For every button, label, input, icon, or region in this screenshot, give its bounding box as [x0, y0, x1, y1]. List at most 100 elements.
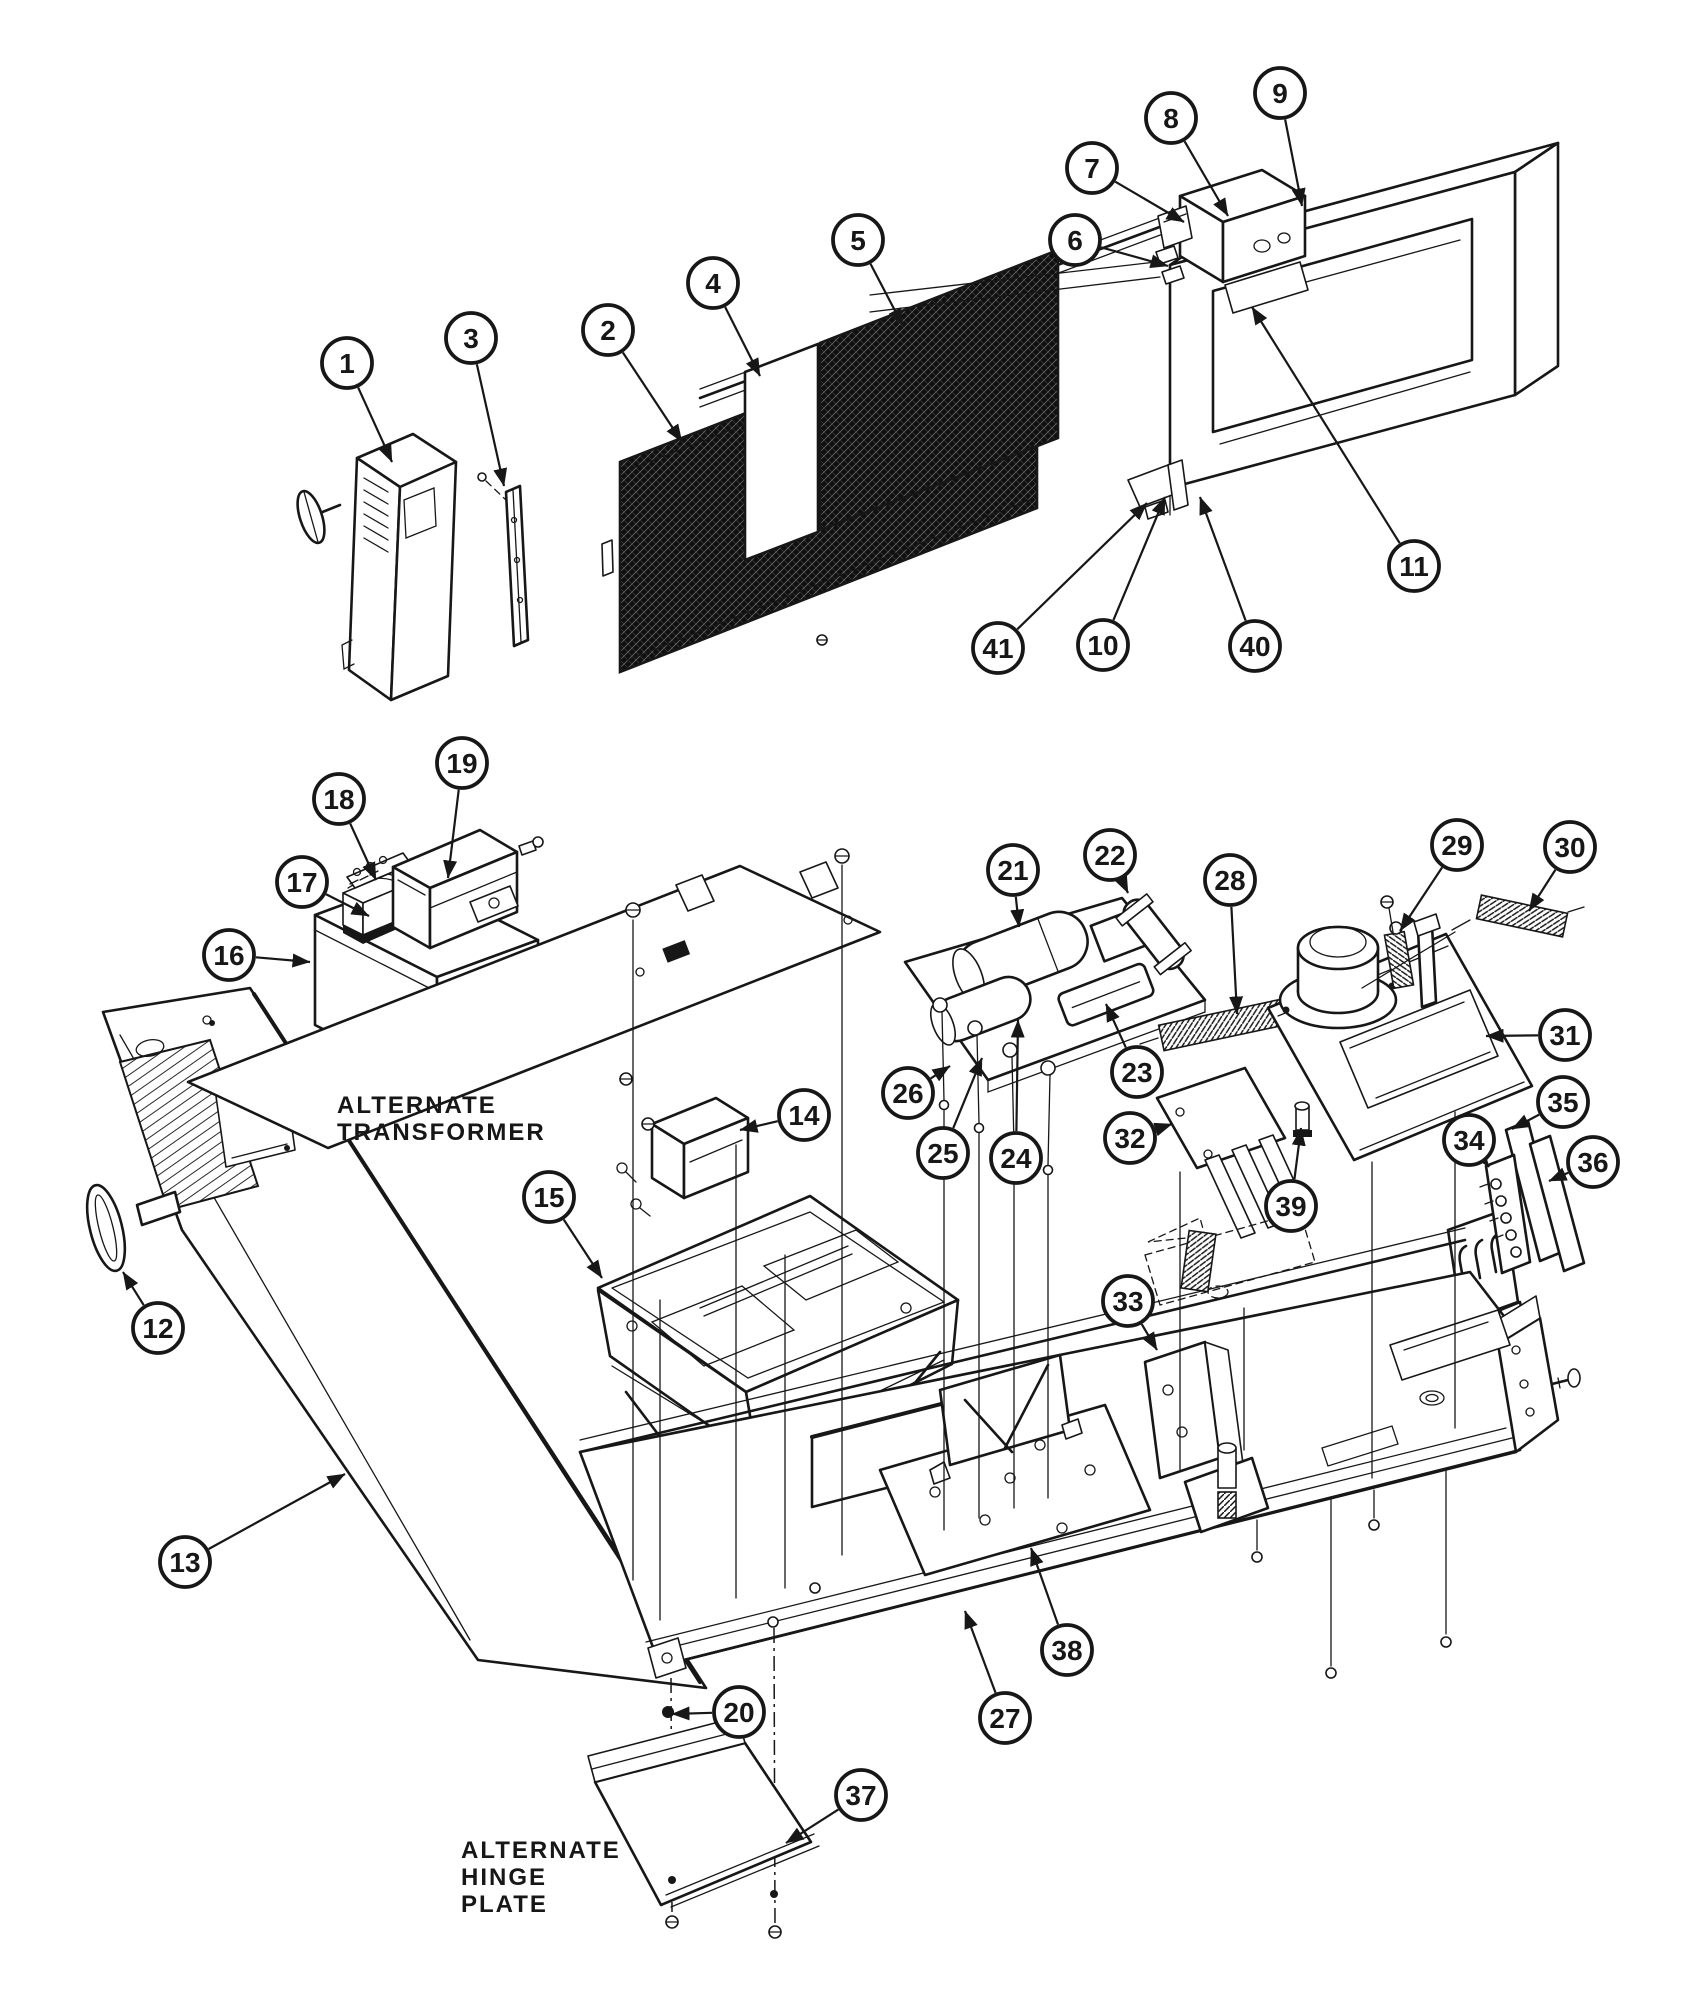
callout-number-16: 16: [213, 940, 244, 971]
callout-37: 37: [834, 1768, 888, 1822]
capacitor-22: [1115, 893, 1192, 976]
housing-knob: [296, 489, 342, 545]
callout-circle-35: [1536, 1075, 1590, 1129]
callout-leader-lines: [122, 119, 1569, 1844]
callout-31: 31: [1538, 1008, 1592, 1062]
callout-circle-38: [1040, 1623, 1094, 1677]
callout-circle-32: [1103, 1111, 1157, 1165]
callout-circle-9: [1253, 66, 1307, 120]
callout-circle-1: [320, 336, 374, 390]
callout-18: 18: [312, 772, 366, 826]
callout-circle-33: [1101, 1274, 1155, 1328]
callout-number-22: 22: [1094, 840, 1125, 871]
callout-number-30: 30: [1554, 832, 1585, 863]
callout-39: 39: [1264, 1179, 1318, 1233]
callout-number-35: 35: [1547, 1087, 1578, 1118]
callout-number-41: 41: [982, 633, 1013, 664]
callout-12: 12: [131, 1301, 185, 1355]
callout-circle-7: [1065, 141, 1119, 195]
callout-circle-11: [1387, 539, 1441, 593]
callout-circle-10: [1076, 618, 1130, 672]
callout-circle-37: [834, 1768, 888, 1822]
callout-number-26: 26: [892, 1078, 923, 1109]
leader-line-19: [443, 789, 460, 879]
thermostat-bracket: [1224, 261, 1309, 314]
callout-number-18: 18: [323, 784, 354, 815]
callout-36: 36: [1566, 1135, 1620, 1189]
motor-mount-assembly: [1266, 894, 1585, 1162]
callout-number-14: 14: [788, 1100, 820, 1131]
leader-line-36: [1548, 1167, 1569, 1183]
leader-line-9: [1284, 119, 1306, 207]
door-handle: [85, 1183, 182, 1273]
callout-circle-30: [1543, 820, 1597, 874]
timer-motor: [1278, 925, 1398, 1030]
callout-34: 34: [1442, 1113, 1496, 1167]
leader-line-30: [1528, 869, 1557, 912]
pan-slot-plate: [1321, 1309, 1511, 1467]
callout-number-24: 24: [1000, 1143, 1032, 1174]
relay-box: [616, 1072, 750, 1217]
leader-line-13: [208, 1473, 346, 1550]
leader-line-21: [1010, 896, 1025, 928]
leader-line-4: [724, 306, 761, 377]
callout-circle-6: [1048, 213, 1102, 267]
callout-27: 27: [978, 1691, 1032, 1745]
callout-circle-5: [831, 213, 885, 267]
callout-circle-28: [1203, 853, 1257, 907]
leader-line-40: [1198, 496, 1247, 622]
leader-line-12: [122, 1271, 145, 1306]
callout-33: 33: [1101, 1274, 1155, 1328]
callout-40: 40: [1228, 619, 1282, 673]
leader-line-24: [1010, 1019, 1025, 1132]
callout-number-3: 3: [463, 323, 479, 354]
callout-10: 10: [1076, 618, 1130, 672]
stud-39: [1293, 1101, 1312, 1137]
callout-circle-22: [1083, 828, 1137, 882]
leader-line-5: [869, 263, 904, 327]
callout-14: 14: [777, 1088, 831, 1142]
callout-number-38: 38: [1051, 1635, 1082, 1666]
base-pan: [578, 864, 1560, 1926]
callout-number-6: 6: [1067, 225, 1083, 256]
callout-number-34: 34: [1453, 1125, 1485, 1156]
leader-line-10: [1112, 496, 1167, 621]
callout-circle-15: [522, 1170, 576, 1224]
callout-circle-40: [1228, 619, 1282, 673]
control-housing: [296, 432, 458, 702]
callout-number-23: 23: [1121, 1057, 1152, 1088]
callout-17: 17: [275, 855, 329, 909]
leader-line-39: [1291, 1127, 1306, 1180]
diagram-line-art: [85, 141, 1586, 1939]
pan-screws: [767, 1469, 1452, 1679]
callout-number-7: 7: [1084, 153, 1100, 184]
leader-line-29: [1399, 866, 1444, 932]
callout-number-33: 33: [1112, 1286, 1143, 1317]
insulator-sheet-36: [1528, 1134, 1586, 1273]
callout-28: 28: [1203, 853, 1257, 907]
guide-post: [1416, 923, 1438, 1009]
callout-circle-24: [989, 1131, 1043, 1185]
callout-number-4: 4: [705, 268, 721, 299]
callout-41: 41: [971, 621, 1025, 675]
leader-line-32: [1153, 1122, 1173, 1137]
callout-9: 9: [1253, 66, 1307, 120]
callout-32: 32: [1103, 1111, 1157, 1165]
leader-line-11: [1251, 306, 1401, 544]
door-switch-bracket-33: [1143, 1340, 1270, 1534]
phantom-solenoid: [1144, 1211, 1316, 1306]
callout-number-21: 21: [997, 855, 1028, 886]
callout-circle-36: [1566, 1135, 1620, 1189]
motor-mounting-plate: [878, 1353, 1152, 1577]
leader-line-20: [671, 1706, 713, 1721]
callout-13: 13: [158, 1535, 212, 1589]
callout-circle-2: [581, 303, 635, 357]
callout-number-19: 19: [446, 748, 477, 779]
callout-circle-16: [202, 928, 256, 982]
callout-23: 23: [1110, 1045, 1164, 1099]
callout-number-28: 28: [1214, 865, 1245, 896]
leader-line-34: [1472, 1148, 1490, 1168]
callout-circle-3: [444, 311, 498, 365]
